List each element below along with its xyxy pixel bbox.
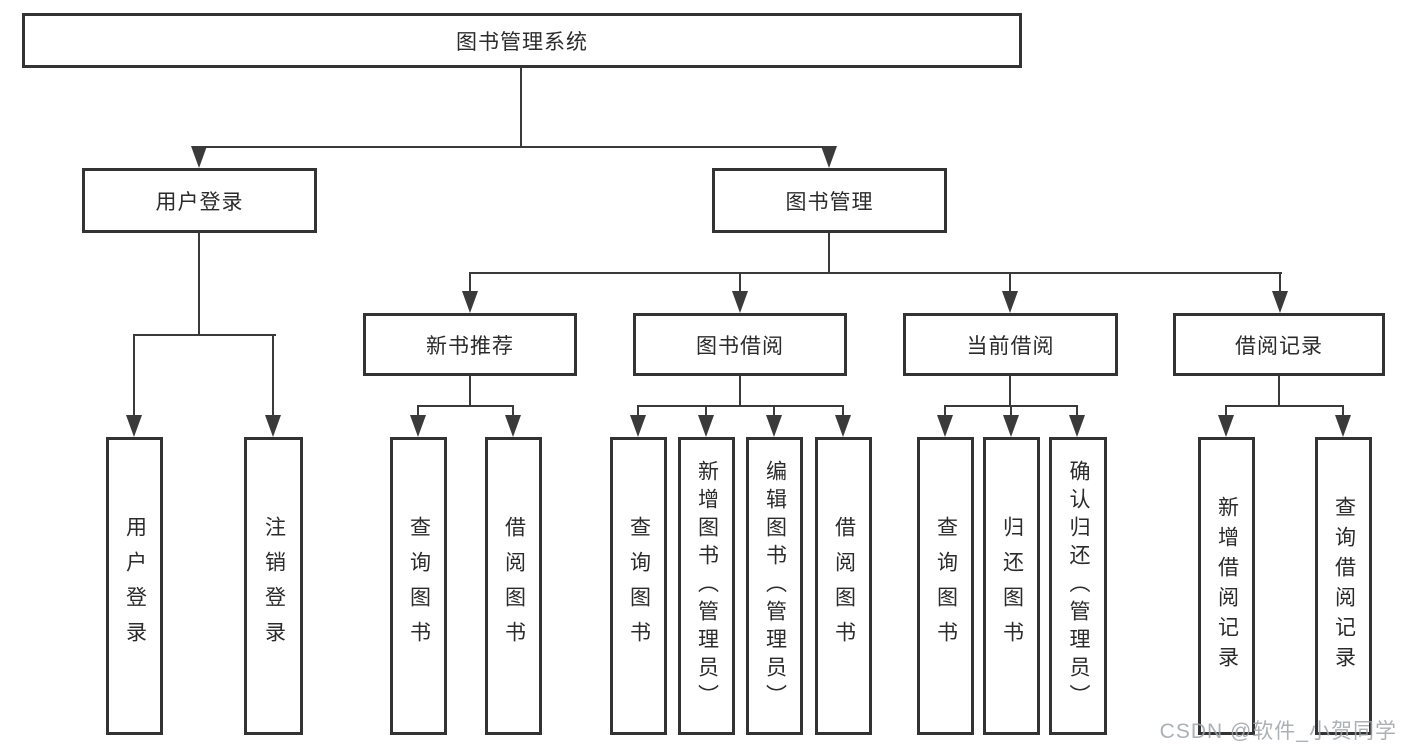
connector-bus-level3: [469, 272, 1282, 274]
leaf-nb-query-label: 查询图书: [407, 516, 431, 656]
connector-book-mgmt-stem: [828, 231, 830, 274]
arrow-to-new-book-rec: [462, 291, 478, 313]
connector-bus-new-book-rec: [417, 405, 514, 407]
leaf-bb-add-label: 新增图书（管理员）: [695, 460, 719, 712]
arrow-to-bb-query: [630, 415, 646, 437]
connector-stem-bb-edit: [773, 405, 775, 418]
connector-bus-user-login: [133, 334, 276, 336]
arrow-to-br-add: [1218, 415, 1234, 437]
leaf-logout: 注销登录: [244, 437, 303, 735]
arrow-to-book-borrow: [732, 291, 748, 313]
connector-stem-leaf-user-login: [133, 334, 135, 417]
leaf-cb-query: 查询图书: [917, 437, 974, 735]
leaf-br-add: 新增借阅记录: [1198, 437, 1255, 735]
node-current-borrow: 当前借阅: [903, 313, 1118, 376]
node-book-mgmt: 图书管理: [712, 168, 947, 233]
arrow-to-br-query: [1335, 415, 1351, 437]
node-current-borrow-label: 当前借阅: [966, 334, 1055, 358]
leaf-br-add-label: 新增借阅记录: [1215, 496, 1239, 676]
connector-user-login-stem: [198, 231, 200, 336]
node-root-label: 图书管理系统: [456, 30, 588, 54]
arrow-to-nb-borrow: [505, 415, 521, 437]
connector-bus-book-borrow: [637, 405, 844, 407]
node-new-book-rec-label: 新书推荐: [426, 334, 514, 358]
leaf-user-login: 用户登录: [106, 437, 163, 735]
node-user-login-group-label: 用户登录: [155, 190, 244, 214]
connector-borrow-records-stem: [1278, 374, 1280, 407]
node-borrow-records: 借阅记录: [1173, 313, 1385, 376]
connector-stem-nb-query: [417, 405, 419, 418]
leaf-bb-add: 新增图书（管理员）: [678, 437, 735, 735]
node-book-borrow: 图书借阅: [633, 313, 847, 376]
arrow-to-leaf-logout: [265, 415, 281, 437]
arrow-to-cb-query: [937, 415, 953, 437]
leaf-bb-edit-label: 编辑图书（管理员）: [763, 460, 787, 712]
csdn-watermark: CSDN @软件_小贺同学: [1159, 720, 1397, 743]
connector-stem-cb-query: [944, 405, 946, 418]
leaf-br-query: 查询借阅记录: [1315, 437, 1372, 735]
connector-stem-bb-borrow: [842, 405, 844, 418]
arrow-to-cb-confirm: [1069, 415, 1085, 437]
leaf-cb-confirm: 确认归还（管理员）: [1049, 437, 1107, 735]
arrow-to-borrow-records: [1272, 291, 1288, 313]
arrow-to-user-login-group: [191, 146, 207, 168]
node-user-login-group: 用户登录: [82, 168, 317, 233]
connector-stem-borrow-records: [1279, 272, 1281, 293]
node-borrow-records-label: 借阅记录: [1235, 334, 1323, 358]
leaf-cb-return: 归还图书: [983, 437, 1040, 735]
connector-bus-level2: [198, 146, 831, 148]
connector-book-borrow-stem: [739, 374, 741, 407]
leaf-nb-borrow: 借阅图书: [485, 437, 542, 735]
leaf-bb-borrow: 借阅图书: [815, 437, 872, 735]
leaf-nb-borrow-label: 借阅图书: [502, 516, 526, 656]
node-new-book-rec: 新书推荐: [363, 313, 577, 376]
connector-current-borrow-stem: [1009, 374, 1011, 407]
connector-stem-br-query: [1342, 405, 1344, 418]
arrow-to-current-borrow: [1002, 291, 1018, 313]
arrow-to-cb-return: [1003, 415, 1019, 437]
leaf-logout-label: 注销登录: [262, 516, 286, 656]
leaf-bb-borrow-label: 借阅图书: [832, 516, 856, 656]
node-root: 图书管理系统: [22, 13, 1022, 68]
connector-stem-bb-query: [637, 405, 639, 418]
leaf-nb-query: 查询图书: [390, 437, 447, 735]
leaf-bb-edit: 编辑图书（管理员）: [746, 437, 803, 735]
arrow-to-bb-edit: [766, 415, 782, 437]
leaf-cb-return-label: 归还图书: [1000, 516, 1024, 656]
connector-stem-cb-return: [1010, 405, 1012, 418]
arrow-to-bb-add: [698, 415, 714, 437]
connector-stem-book-borrow: [739, 272, 741, 293]
connector-stem-new-book-rec: [469, 272, 471, 293]
leaf-user-login-label: 用户登录: [123, 516, 147, 656]
leaf-bb-query: 查询图书: [610, 437, 667, 735]
arrow-to-book-mgmt: [821, 146, 837, 168]
connector-bus-borrow-records: [1225, 405, 1344, 407]
connector-stem-bb-add: [705, 405, 707, 418]
connector-stem-leaf-logout: [272, 334, 274, 417]
connector-stem-cb-confirm: [1076, 405, 1078, 418]
arrow-to-bb-borrow: [835, 415, 851, 437]
connector-stem-nb-borrow: [512, 405, 514, 418]
arrow-to-nb-query: [410, 415, 426, 437]
arrow-to-leaf-user-login: [126, 415, 142, 437]
connector-stem-br-add: [1225, 405, 1227, 418]
node-book-borrow-label: 图书借阅: [696, 334, 784, 358]
connector-root-stem: [520, 68, 522, 148]
node-book-mgmt-label: 图书管理: [785, 190, 874, 214]
leaf-bb-query-label: 查询图书: [627, 516, 651, 656]
connector-stem-current-borrow: [1009, 272, 1011, 293]
leaf-br-query-label: 查询借阅记录: [1332, 496, 1356, 676]
connector-new-book-rec-stem: [469, 374, 471, 407]
leaf-cb-query-label: 查询图书: [934, 516, 958, 656]
leaf-cb-confirm-label: 确认归还（管理员）: [1067, 460, 1090, 712]
